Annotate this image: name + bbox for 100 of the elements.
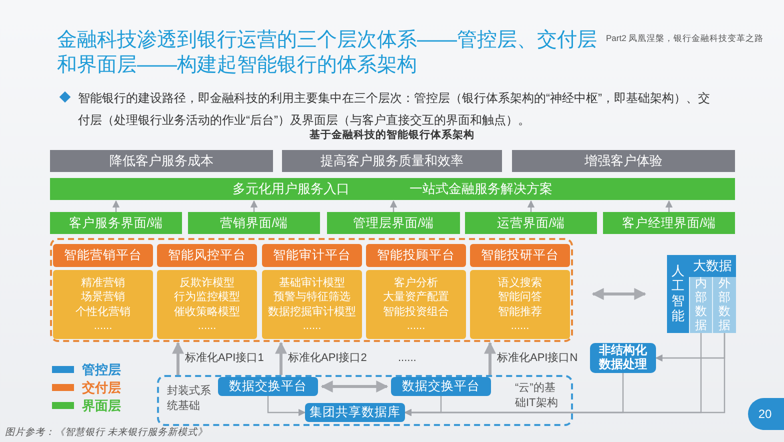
data-column <box>713 277 736 333</box>
arrow <box>275 342 287 375</box>
note-text: “云”的基础IT架构 <box>515 381 559 411</box>
platform-heading <box>470 244 570 267</box>
list-item: 智能推荐 <box>498 304 542 319</box>
arrow <box>172 342 184 375</box>
legend-label: 界面层 <box>82 397 121 415</box>
node-label: 非结构化数据处理 <box>598 344 648 372</box>
arrow <box>390 200 398 212</box>
platform-heading <box>262 244 362 267</box>
edge-label: 标准化API接口N <box>497 350 578 365</box>
service-bar <box>50 178 735 200</box>
node-label: 大数据 <box>693 258 732 274</box>
node-label: 客户经理界面/端 <box>622 216 716 230</box>
platform-box <box>218 377 318 396</box>
goal-bar <box>512 150 735 172</box>
edge-label: 标准化API接口1 <box>185 350 264 365</box>
node-label: 智能审计平台 <box>273 248 351 263</box>
arrow <box>655 333 726 362</box>
list-item: ...... <box>198 318 216 334</box>
node-label: 集团共享数据库 <box>310 405 400 420</box>
list-item: 预警与特征筛选 <box>274 290 350 304</box>
source-note: 图片参考：《智慧银行 未来银行服务新模式》 <box>5 427 208 438</box>
node-label: 外部数据 <box>718 277 730 333</box>
double-arrow <box>592 288 646 300</box>
legend-label: 交付层 <box>82 379 121 397</box>
data-column <box>690 277 712 333</box>
list-item: ...... <box>510 318 530 334</box>
node-label: 数据交换平台 <box>402 379 480 394</box>
node-label: 一站式金融服务解决方案 <box>410 182 552 196</box>
platform-heading <box>366 244 466 267</box>
platform-body <box>53 270 153 339</box>
platform-heading <box>53 244 153 267</box>
node-label: 管理层界面/端 <box>352 216 434 230</box>
arrow <box>484 342 496 375</box>
list-item: 反欺诈模型 <box>180 276 234 290</box>
goal-bar <box>282 150 502 172</box>
node-label: 客户服务界面/端 <box>68 216 164 230</box>
list-item: ...... <box>406 318 426 334</box>
list-item: 个性化营销 <box>76 304 130 319</box>
list-item: 大量资产配置 <box>383 290 449 304</box>
list-item: 数据挖掘审计模型 <box>268 304 356 319</box>
page-number-tab: 20 <box>748 398 784 430</box>
node-label: 智能风控平台 <box>168 248 246 263</box>
list-item: ...... <box>302 318 322 334</box>
data-block <box>667 255 736 333</box>
ellipsis-text: ...... <box>398 352 416 366</box>
node-label: 提高客户服务质量和效率 <box>320 154 464 168</box>
ai-column <box>667 255 689 333</box>
infrastructure-container <box>157 375 573 426</box>
list-item: 催收策略模型 <box>174 304 240 319</box>
platform-body <box>366 270 466 339</box>
interface-box <box>465 212 597 234</box>
node-label: 运营界面/端 <box>496 216 566 230</box>
node-label: 降低客户服务成本 <box>110 154 214 168</box>
arrow <box>665 200 673 212</box>
interface-box <box>603 212 735 234</box>
list-item: 智能投资组合 <box>383 304 449 319</box>
list-item: 精准营销 <box>81 276 125 290</box>
list-item: 场景营销 <box>81 290 125 304</box>
legend-label: 管控层 <box>82 361 121 379</box>
process-box <box>590 343 656 373</box>
edge-label: 标准化API接口2 <box>288 350 367 365</box>
interface-box <box>327 212 460 234</box>
node-label: 人工智能 <box>672 264 684 324</box>
platform-body <box>157 270 257 339</box>
interface-box <box>50 212 182 234</box>
list-item: 行为监控模型 <box>174 290 240 304</box>
list-item: 基础审计模型 <box>279 276 345 290</box>
node-label: 智能投顾平台 <box>377 248 455 263</box>
double-arrow <box>320 380 388 392</box>
note-text: 封装式系统基础 <box>167 384 212 414</box>
arrow <box>112 200 120 212</box>
platform-heading <box>157 244 257 267</box>
node-label: 营销界面/端 <box>220 216 288 230</box>
chart-subtitle: 基于金融科技的智能银行体系架构 <box>308 129 476 142</box>
arrow <box>250 200 258 212</box>
node-label: 增强客户体验 <box>584 154 662 168</box>
intro-paragraph: 智能银行的建设路径，即金融科技的利用主要集中在三个层次：管控层（银行体系架构的“神经中枢”，即基础架构）、交付层（处理银行业务活动的作业“后台”）及界面层（与客户直接交互的界面和触点）。 <box>78 90 711 129</box>
database-box <box>305 403 405 422</box>
list-item: 客户分析 <box>394 276 438 290</box>
big-data-header <box>689 255 736 277</box>
arrow <box>527 200 535 212</box>
interface-box <box>188 212 320 234</box>
arrow <box>267 396 306 416</box>
platform-body <box>262 270 362 339</box>
section-label: Part2 凤凰涅槃，银行金融科技变革之路 <box>606 33 764 44</box>
delivery-layer-container <box>50 238 573 342</box>
node-label: 数据交换平台 <box>229 379 307 394</box>
node-label: 内部数据 <box>695 277 707 333</box>
node-label: 智能营销平台 <box>64 248 142 263</box>
platform-box <box>391 377 491 396</box>
platform-body <box>470 270 570 339</box>
node-label: 智能投研平台 <box>481 248 559 263</box>
list-item: ...... <box>94 318 112 334</box>
list-item: 语义搜索 <box>498 276 542 290</box>
list-item: 智能问答 <box>498 290 542 304</box>
title: 金融科技渗透到银行运营的三个层次体系——管控层、交付层和界面层——构建起智能银行的体系架构 <box>57 28 598 78</box>
goal-bar <box>50 150 273 172</box>
node-label: 多元化用户服务入口 <box>232 182 350 196</box>
